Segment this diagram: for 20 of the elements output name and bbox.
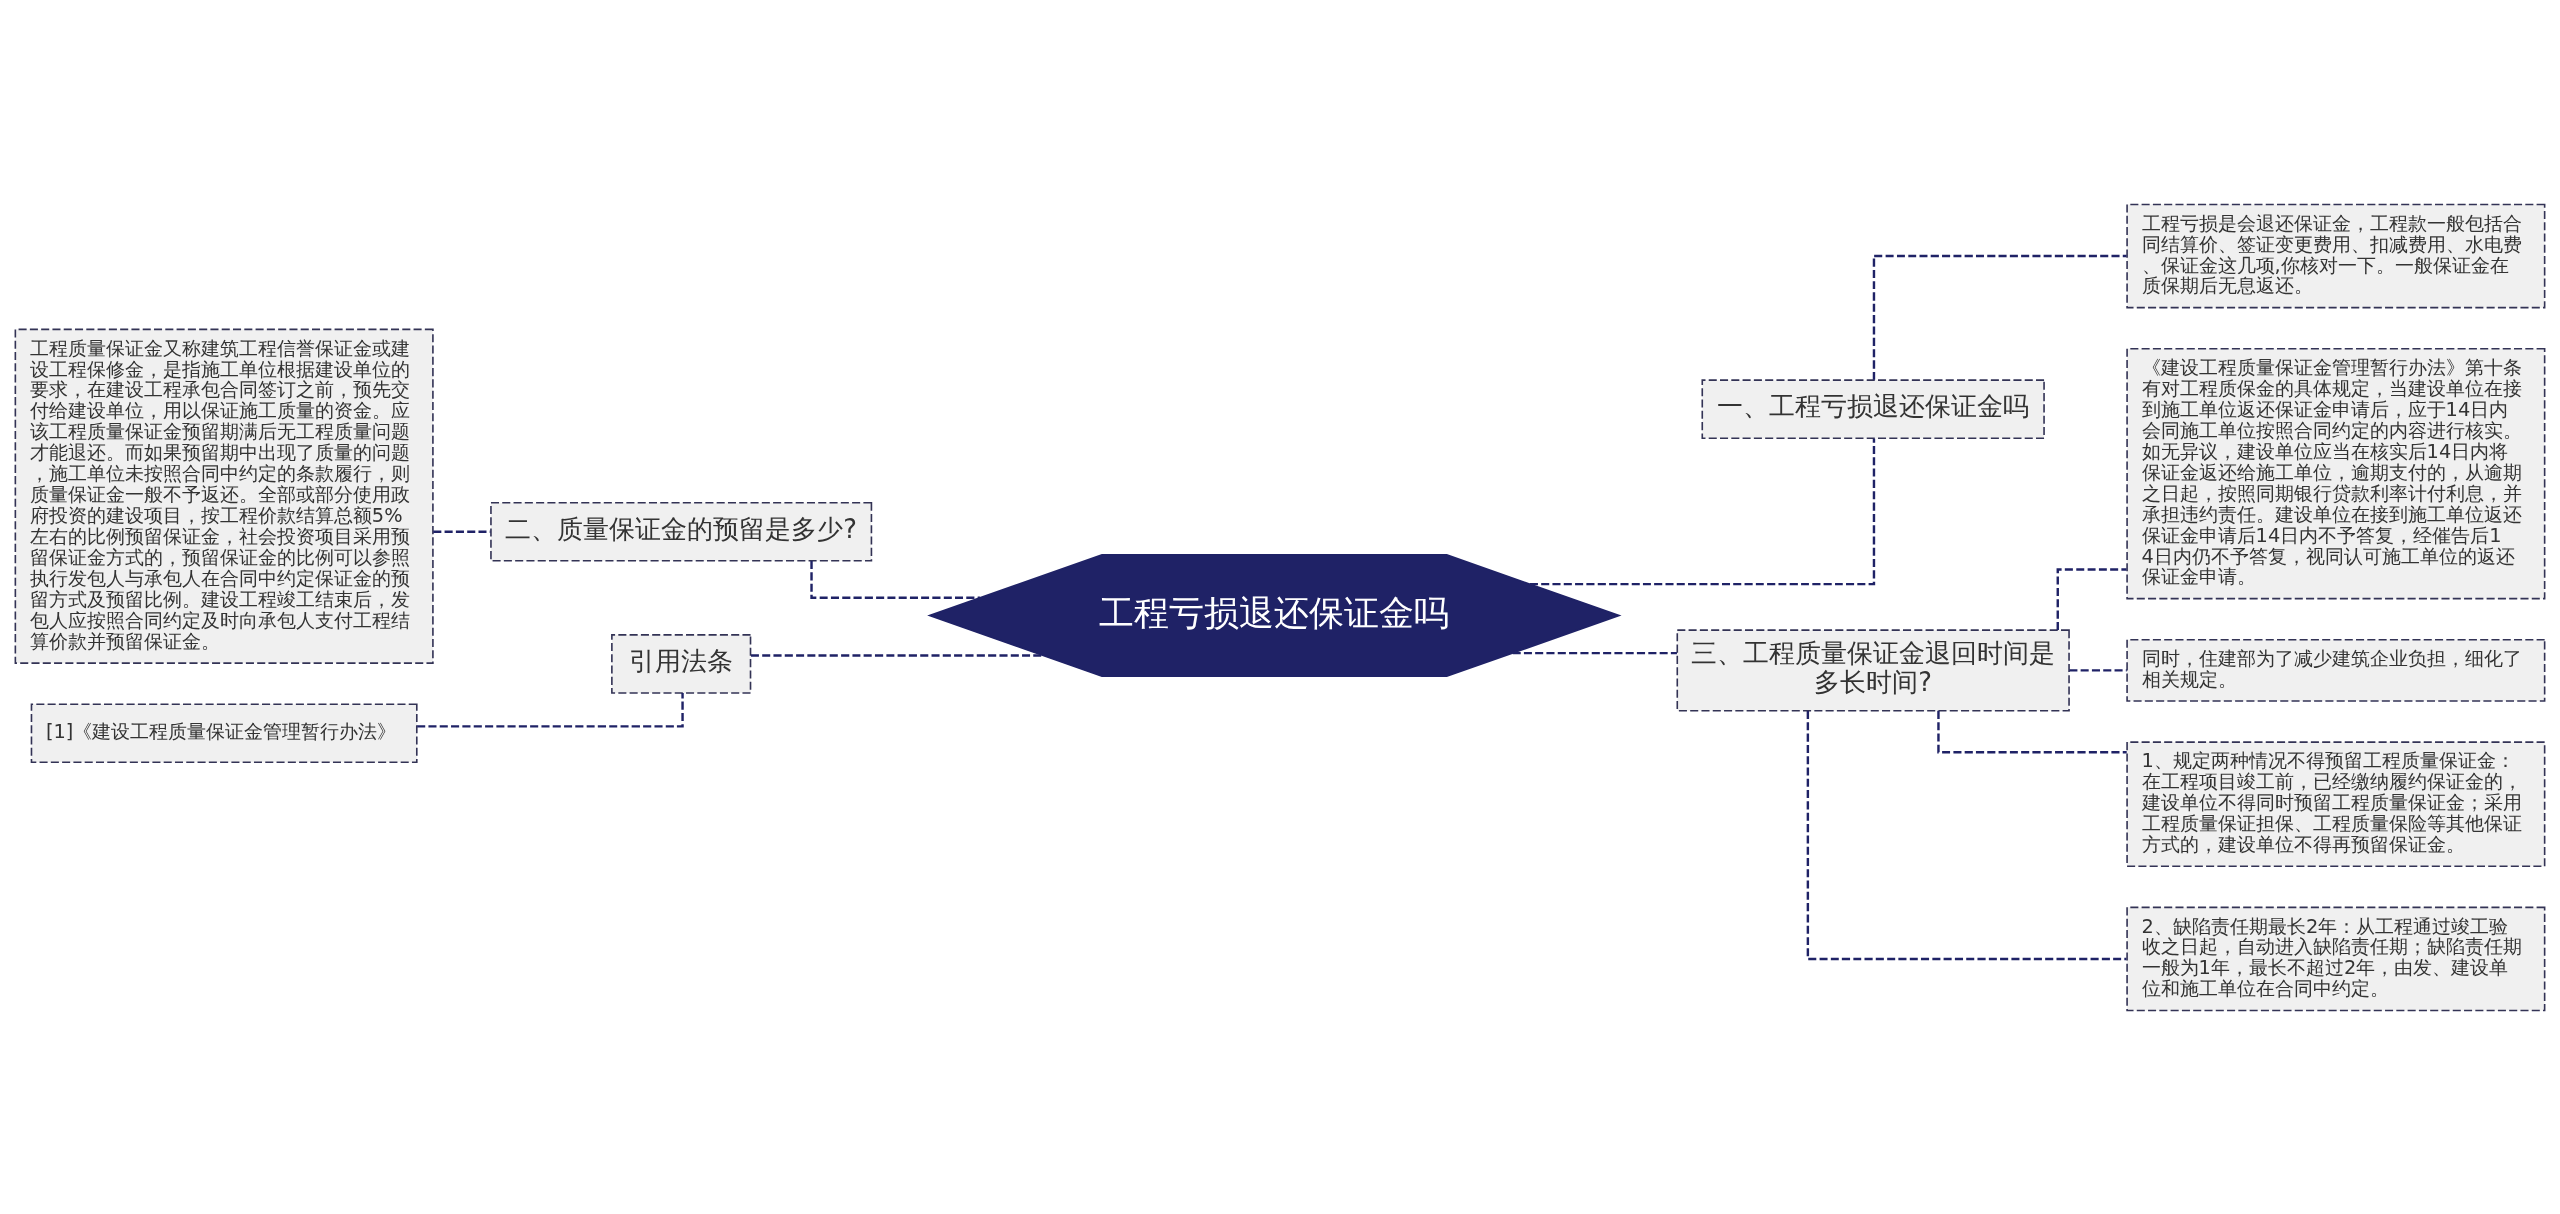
connector	[1806, 710, 2127, 960]
node-box: 同时，住建部为了减少建筑企业负担，细化了相关规定。	[2126, 638, 2546, 702]
node-box: 三、工程质量保证金退回时间是多长时间?	[1676, 628, 2070, 711]
node-box: 工程亏损是会退还保证金，工程款一般包括合同结算价、签证变更费用、扣减费用、水电费、保证金这几项,你核对一下。一般保证金在质保期后无息返还。	[2126, 203, 2546, 308]
node-box: 2、缺陷责任期最长2年：从工程通过竣工验收之日起，自动进入缺陷责任期；缺陷责任期一般为1年，最长不超过2年，由发、建设单位和施工单位在合同中约定。	[2126, 906, 2546, 1011]
connector	[1937, 710, 2127, 753]
connector	[2069, 668, 2127, 672]
connector	[1872, 254, 2127, 380]
node-box: 引用法条	[611, 633, 752, 694]
node-box: 1、规定两种情况不得预留工程质量保证金：在工程项目竣工前，已经缴纳履约保证金的，建设单位不得同时预留工程质量保证金；采用工程质量保证担保、工程质量保险等其他保证方式的，建设单位不得再预留保证金。	[2126, 740, 2546, 867]
connector	[2056, 567, 2127, 630]
node-box: 工程质量保证金又称建筑工程信誉保证金或建设工程保修金，是指施工单位根据建设单位的要求，在建设工程承包合同签订之前，预先交付给建设单位，用以保证施工质量的资金。应该工程质量保证金预留期满后无工程质量问题才能退还。而如果预留期中出现了质量的问题，施工单位未按照合同中约定的条款履行，则质量保证金一般不予返还。全部或部分使用政府投资的建设项目，按工程价款结算总额5%左右的比例预留保证金，社会投资项目采用预留保证金方式的，预留保证金的比例可以参照执行发包人与承包人在合同中约定保证金的预留方式及预留比例。建设工程竣工结束后，发包人应按照合同约定及时向承包人支付工程结算价款并预留保证金。	[14, 328, 434, 664]
connector	[1529, 438, 1876, 585]
node-box: 一、工程亏损退还保证金吗	[1701, 378, 2045, 439]
node-box: 二、质量保证金的预留是多少?	[490, 501, 873, 562]
connector	[1512, 651, 1677, 654]
node-box: 《建设工程质量保证金管理暂行办法》第十条有对工程质保金的具体规定，当建设单位在接到施工单位返还保证金申请后，应于14日内会同施工单位按照合同约定的内容进行核实。如无异议，建设单位应当在核实后14日内将保证金返还给施工单位，逾期支付的，从逾期之日起，按照同期银行贷款利率计付利息，并承担违约责任。建设单位在接到施工单位返还保证金申请后14日内不予答复，经催告后14日内仍不予答复，视同认可施工单位的返还保证金申请。	[2126, 347, 2546, 599]
node-box: [1]《建设工程质量保证金管理暂行办法》	[30, 702, 418, 763]
connector	[751, 653, 1044, 657]
connector	[810, 560, 980, 599]
